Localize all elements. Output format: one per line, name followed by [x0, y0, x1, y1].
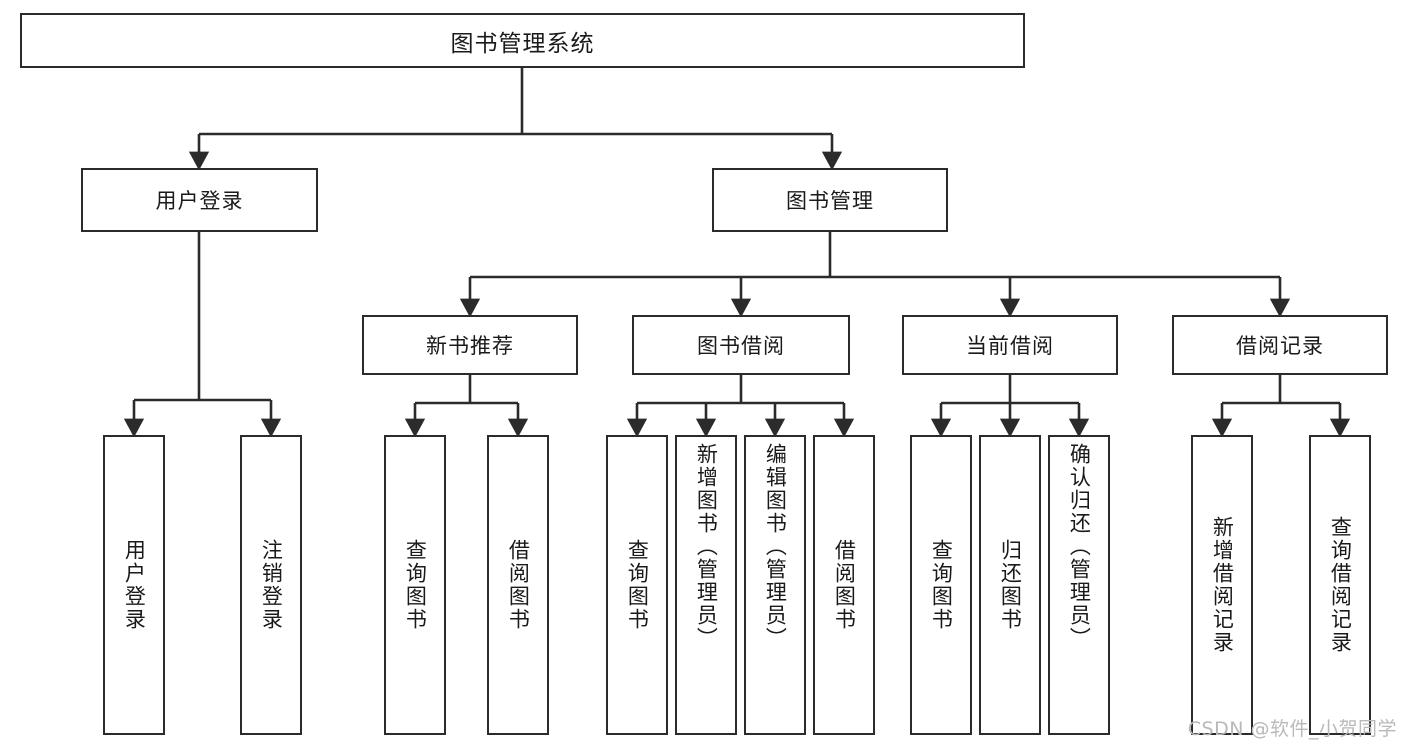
- leaf-text-wrap: 用户登录: [105, 443, 163, 727]
- node-leaf-borrow-book[interactable]: 借阅图书: [813, 435, 875, 735]
- leaf-text-wrap: 查询借阅记录: [1311, 443, 1369, 727]
- node-leaf-add-borrow-record[interactable]: 新增借阅记录: [1191, 435, 1253, 735]
- leaf-text-wrap: 查询图书: [608, 443, 666, 727]
- leaf-label: 新增借阅记录: [1210, 516, 1235, 654]
- node-leaf-query-book-borrow[interactable]: 查询图书: [606, 435, 668, 735]
- leaf-label: 用户登录: [122, 539, 147, 631]
- leaf-label: 查询图书: [403, 539, 428, 631]
- leaf-text-wrap: 注销登录: [242, 443, 300, 727]
- leaf-label: 编辑图书（管理员）: [763, 443, 788, 650]
- leaf-label: 确认归还（管理员）: [1067, 443, 1092, 650]
- node-root-system[interactable]: 图书管理系统: [20, 13, 1025, 68]
- node-current-borrow[interactable]: 当前借阅: [902, 315, 1118, 375]
- leaf-label: 新增图书（管理员）: [694, 443, 719, 650]
- node-new-book-recommend[interactable]: 新书推荐: [362, 315, 578, 375]
- leaf-text-wrap: 查询图书: [386, 443, 444, 727]
- node-book-borrow[interactable]: 图书借阅: [632, 315, 850, 375]
- leaf-label: 查询图书: [625, 539, 650, 631]
- leaf-text-wrap: 新增借阅记录: [1193, 443, 1251, 727]
- node-leaf-borrow-book-recommend[interactable]: 借阅图书: [487, 435, 549, 735]
- node-leaf-user-login[interactable]: 用户登录: [103, 435, 165, 735]
- leaf-label: 归还图书: [998, 539, 1023, 631]
- node-leaf-logout[interactable]: 注销登录: [240, 435, 302, 735]
- leaf-text-wrap: 新增图书（管理员）: [677, 443, 735, 727]
- node-leaf-add-book-admin[interactable]: 新增图书（管理员）: [675, 435, 737, 735]
- leaf-label: 查询图书: [929, 539, 954, 631]
- leaf-text-wrap: 归还图书: [981, 443, 1039, 727]
- node-leaf-query-borrow-record[interactable]: 查询借阅记录: [1309, 435, 1371, 735]
- node-leaf-confirm-return-admin[interactable]: 确认归还（管理员）: [1048, 435, 1110, 735]
- node-leaf-query-book-current[interactable]: 查询图书: [910, 435, 972, 735]
- node-borrow-records[interactable]: 借阅记录: [1172, 315, 1388, 375]
- leaf-label: 借阅图书: [506, 539, 531, 631]
- leaf-text-wrap: 借阅图书: [815, 443, 873, 727]
- node-book-management[interactable]: 图书管理: [712, 168, 948, 232]
- leaf-text-wrap: 查询图书: [912, 443, 970, 727]
- leaf-text-wrap: 借阅图书: [489, 443, 547, 727]
- node-leaf-query-book-recommend[interactable]: 查询图书: [384, 435, 446, 735]
- leaf-text-wrap: 编辑图书（管理员）: [746, 443, 804, 727]
- leaf-label: 查询借阅记录: [1328, 516, 1353, 654]
- csdn-watermark: CSDN @软件_小贺同学: [1187, 718, 1397, 740]
- leaf-text-wrap: 确认归还（管理员）: [1050, 443, 1108, 727]
- node-user-login[interactable]: 用户登录: [81, 168, 318, 232]
- leaf-label: 注销登录: [259, 539, 284, 631]
- node-leaf-edit-book-admin[interactable]: 编辑图书（管理员）: [744, 435, 806, 735]
- node-leaf-return-book[interactable]: 归还图书: [979, 435, 1041, 735]
- leaf-label: 借阅图书: [832, 539, 857, 631]
